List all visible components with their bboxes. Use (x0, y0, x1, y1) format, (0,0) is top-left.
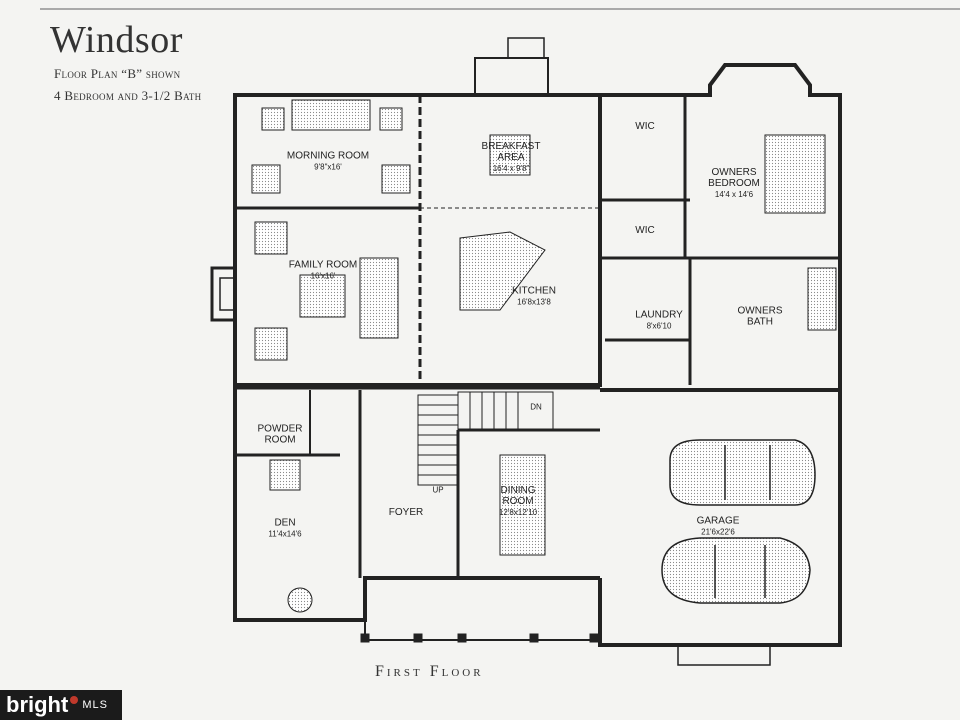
bed (764, 134, 826, 214)
chair (381, 164, 411, 194)
plan-subtitle-2: 4 Bedroom and 3-1/2 Bath (54, 88, 202, 103)
porch-column (457, 633, 467, 643)
fireplace (210, 266, 235, 322)
room-powder: POWDER ROOM (257, 423, 303, 446)
porch-column (360, 633, 370, 643)
exterior-wall (233, 93, 602, 387)
stairs (417, 391, 554, 486)
stair-down-label: DN (530, 402, 542, 412)
chair (261, 107, 285, 131)
room-wic-1: WIC (635, 121, 655, 132)
front-porch (364, 578, 601, 641)
garage-door (677, 645, 771, 666)
brand-dot-icon (70, 696, 79, 704)
porch-column (413, 633, 423, 643)
plan-title: Windsor (50, 19, 183, 61)
brand-name: bright (6, 692, 69, 717)
room-owners-bath: OWNERS BATH (737, 305, 783, 328)
hearth (219, 277, 236, 311)
rear-bump (474, 57, 549, 95)
brand-logo: bright MLS (0, 690, 122, 720)
sofa (359, 257, 399, 339)
armchair (254, 221, 288, 255)
room-wic-2: WIC (635, 225, 655, 236)
kitchen-island (459, 231, 546, 311)
round-table (287, 587, 313, 613)
plan-subtitle-1: Floor Plan “B” shown (54, 66, 181, 81)
top-rule (40, 8, 960, 10)
coffee-table (299, 274, 346, 318)
tub (807, 267, 837, 331)
dining-table (499, 454, 546, 556)
armchair (254, 327, 288, 361)
chair (379, 107, 403, 131)
breakfast-table (489, 134, 531, 176)
car-bottom (661, 537, 811, 604)
rear-steps (507, 37, 545, 58)
floor-label: First Floor (375, 663, 484, 680)
car-top (669, 439, 816, 506)
brand-suffix: MLS (82, 699, 108, 711)
sofa (291, 99, 371, 131)
exterior-wall-owners (600, 63, 842, 392)
armchair (269, 459, 301, 491)
room-foyer: FOYER (388, 507, 424, 518)
porch-column (529, 633, 539, 643)
stair-up-label: UP (432, 485, 444, 495)
porch-column (589, 633, 599, 643)
chair (251, 164, 281, 194)
